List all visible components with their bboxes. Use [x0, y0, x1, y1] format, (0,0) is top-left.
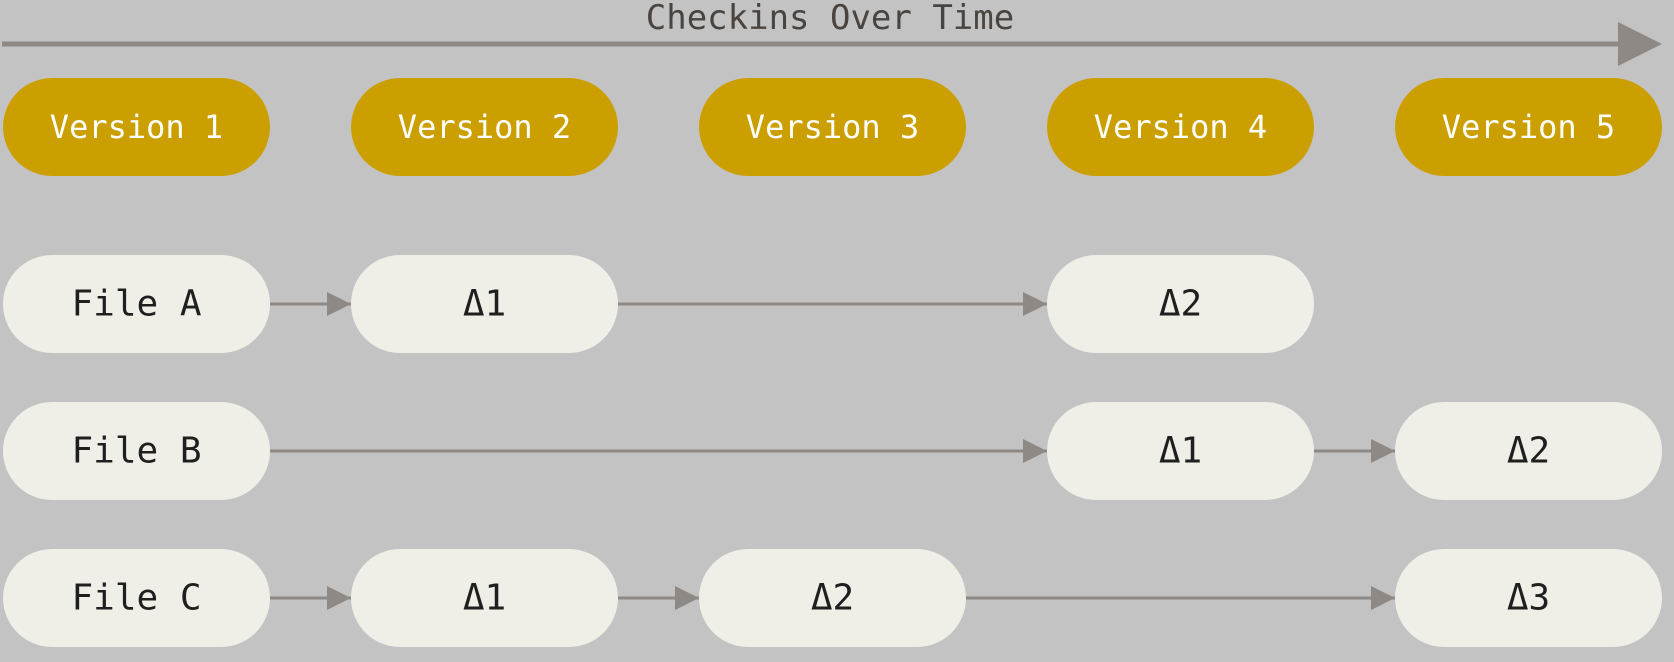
file-c-delta-2-pill: Δ2 — [699, 549, 966, 647]
file-a-delta-1-pill-shape — [351, 255, 618, 353]
version-5-pill-shape — [1395, 78, 1662, 176]
file-a-pill: File A — [3, 255, 270, 353]
delta-label: Δ2 — [1507, 431, 1550, 472]
timeline-arrow — [2, 22, 1662, 66]
version-label: Version 5 — [1442, 108, 1615, 146]
file-b-delta-2-pill: Δ2 — [1395, 402, 1662, 500]
version-4-pill: Version 4 — [1047, 78, 1314, 176]
file-c-pill: File C — [3, 549, 270, 647]
file-label: File B — [71, 431, 201, 472]
file-c-delta-1-pill: Δ1 — [351, 549, 618, 647]
version-1-pill: Version 1 — [3, 78, 270, 176]
file-c-delta-3-pill: Δ3 — [1395, 549, 1662, 647]
version-4-pill-shape — [1047, 78, 1314, 176]
version-row: Version 1 Version 2 Version 3 Version 4 Vers… — [3, 78, 1662, 176]
file-b-delta-2-pill-shape — [1395, 402, 1662, 500]
delta-label: Δ1 — [463, 284, 506, 325]
delta-arrows — [270, 292, 1395, 610]
delta-label: Δ2 — [811, 578, 854, 619]
file-label: File A — [71, 284, 201, 325]
file-a-delta-2-pill: Δ2 — [1047, 255, 1314, 353]
version-3-pill-shape — [699, 78, 966, 176]
file-c-pill-shape — [3, 549, 270, 647]
file-b-delta-1-pill-shape — [1047, 402, 1314, 500]
file-b-pill: File B — [3, 402, 270, 500]
version-2-pill-shape — [351, 78, 618, 176]
file-c-delta-1-pill-shape — [351, 549, 618, 647]
delta-label: Δ2 — [1159, 284, 1202, 325]
version-2-pill: Version 2 — [351, 78, 618, 176]
file-label: File C — [71, 578, 201, 619]
version-label: Version 4 — [1094, 108, 1267, 146]
file-c-delta-2-pill-shape — [699, 549, 966, 647]
file-a-delta-2-pill-shape — [1047, 255, 1314, 353]
version-3-pill: Version 3 — [699, 78, 966, 176]
version-label: Version 3 — [746, 108, 919, 146]
file-b-pill-shape — [3, 402, 270, 500]
version-label: Version 2 — [398, 108, 571, 146]
diagram-title: Checkins Over Time — [646, 0, 1014, 38]
version-label: Version 1 — [50, 108, 223, 146]
version-1-pill-shape — [3, 78, 270, 176]
delta-label: Δ1 — [1159, 431, 1202, 472]
version-5-pill: Version 5 — [1395, 78, 1662, 176]
file-a-pill-shape — [3, 255, 270, 353]
delta-label: Δ1 — [463, 578, 506, 619]
file-b-delta-1-pill: Δ1 — [1047, 402, 1314, 500]
delta-label: Δ3 — [1507, 578, 1550, 619]
file-c-delta-3-pill-shape — [1395, 549, 1662, 647]
file-a-delta-1-pill: Δ1 — [351, 255, 618, 353]
